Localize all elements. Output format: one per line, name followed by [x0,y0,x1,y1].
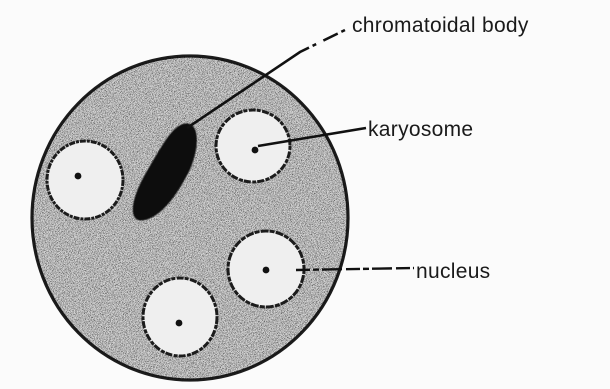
nucleus-bottom [143,278,217,356]
nucleus-left [47,141,123,219]
label-nucleus: nucleus [416,260,490,284]
nucleus-upper-right [216,110,290,182]
nucleus-lower-right [228,231,304,307]
karyosome-dot [252,147,259,154]
label-karyosome: karyosome [368,118,473,142]
label-chromatoidal-body: chromatoidal body [352,14,529,38]
